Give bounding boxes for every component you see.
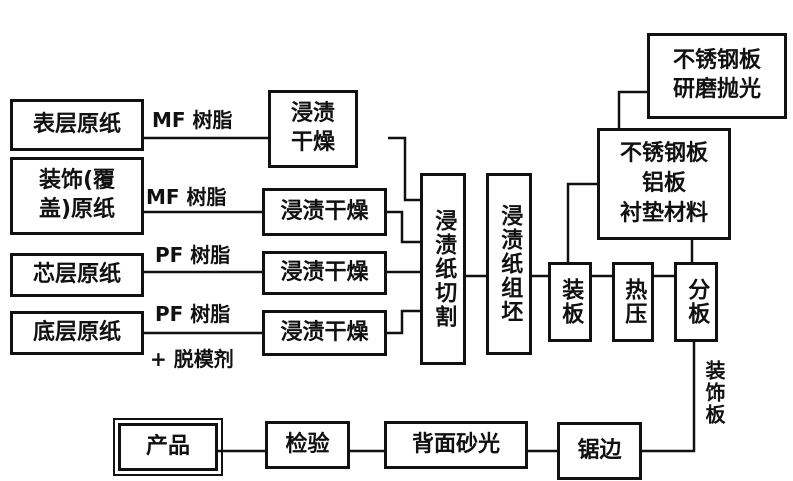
connector-plates-to-polish bbox=[617, 90, 647, 128]
resin-label-2: MF 树脂 bbox=[146, 185, 227, 209]
release-agent-label: + 脱模剂 bbox=[150, 347, 234, 371]
impregnate-dry-3: 浸渍干燥 bbox=[262, 251, 387, 295]
step-cut: 浸渍纸切割 bbox=[420, 173, 466, 365]
connector-plates-to-load bbox=[566, 182, 597, 262]
step-press: 热压 bbox=[612, 262, 654, 342]
plate-polish: 不锈钢板 研磨抛光 bbox=[647, 33, 787, 119]
impregnate-dry-1: 浸渍 干燥 bbox=[268, 90, 358, 168]
paper-bottom: 底层原纸 bbox=[10, 311, 144, 355]
impregnate-dry-2: 浸渍干燥 bbox=[262, 188, 387, 236]
step-load: 装板 bbox=[548, 262, 592, 342]
connector-dry1-to-cut bbox=[388, 136, 420, 202]
step-assemble: 浸渍纸组坯 bbox=[486, 173, 532, 355]
plate-materials: 不锈钢板 铝板 衬垫材料 bbox=[597, 128, 731, 240]
paper-decorative: 装饰(覆 盖)原纸 bbox=[10, 157, 144, 235]
step-inspect: 检验 bbox=[265, 421, 350, 469]
decorative-board-label: 装饰板 bbox=[702, 360, 726, 426]
step-sand: 背面砂光 bbox=[384, 421, 528, 469]
step-trim: 锯边 bbox=[557, 422, 642, 480]
impregnate-dry-4: 浸渍干燥 bbox=[262, 310, 387, 356]
connector-dry2-to-cut bbox=[387, 210, 420, 244]
step-product: 产品 bbox=[113, 418, 223, 476]
resin-label-4: PF 树脂 bbox=[155, 302, 231, 326]
paper-surface: 表层原纸 bbox=[10, 99, 144, 151]
resin-label-1: MF 树脂 bbox=[152, 108, 233, 132]
resin-label-3: PF 树脂 bbox=[155, 243, 231, 267]
paper-core: 芯层原纸 bbox=[10, 253, 144, 297]
connector-separate-to-trim bbox=[642, 340, 696, 453]
connector-dry4-to-cut bbox=[387, 309, 420, 335]
step-separate: 分板 bbox=[674, 262, 718, 342]
